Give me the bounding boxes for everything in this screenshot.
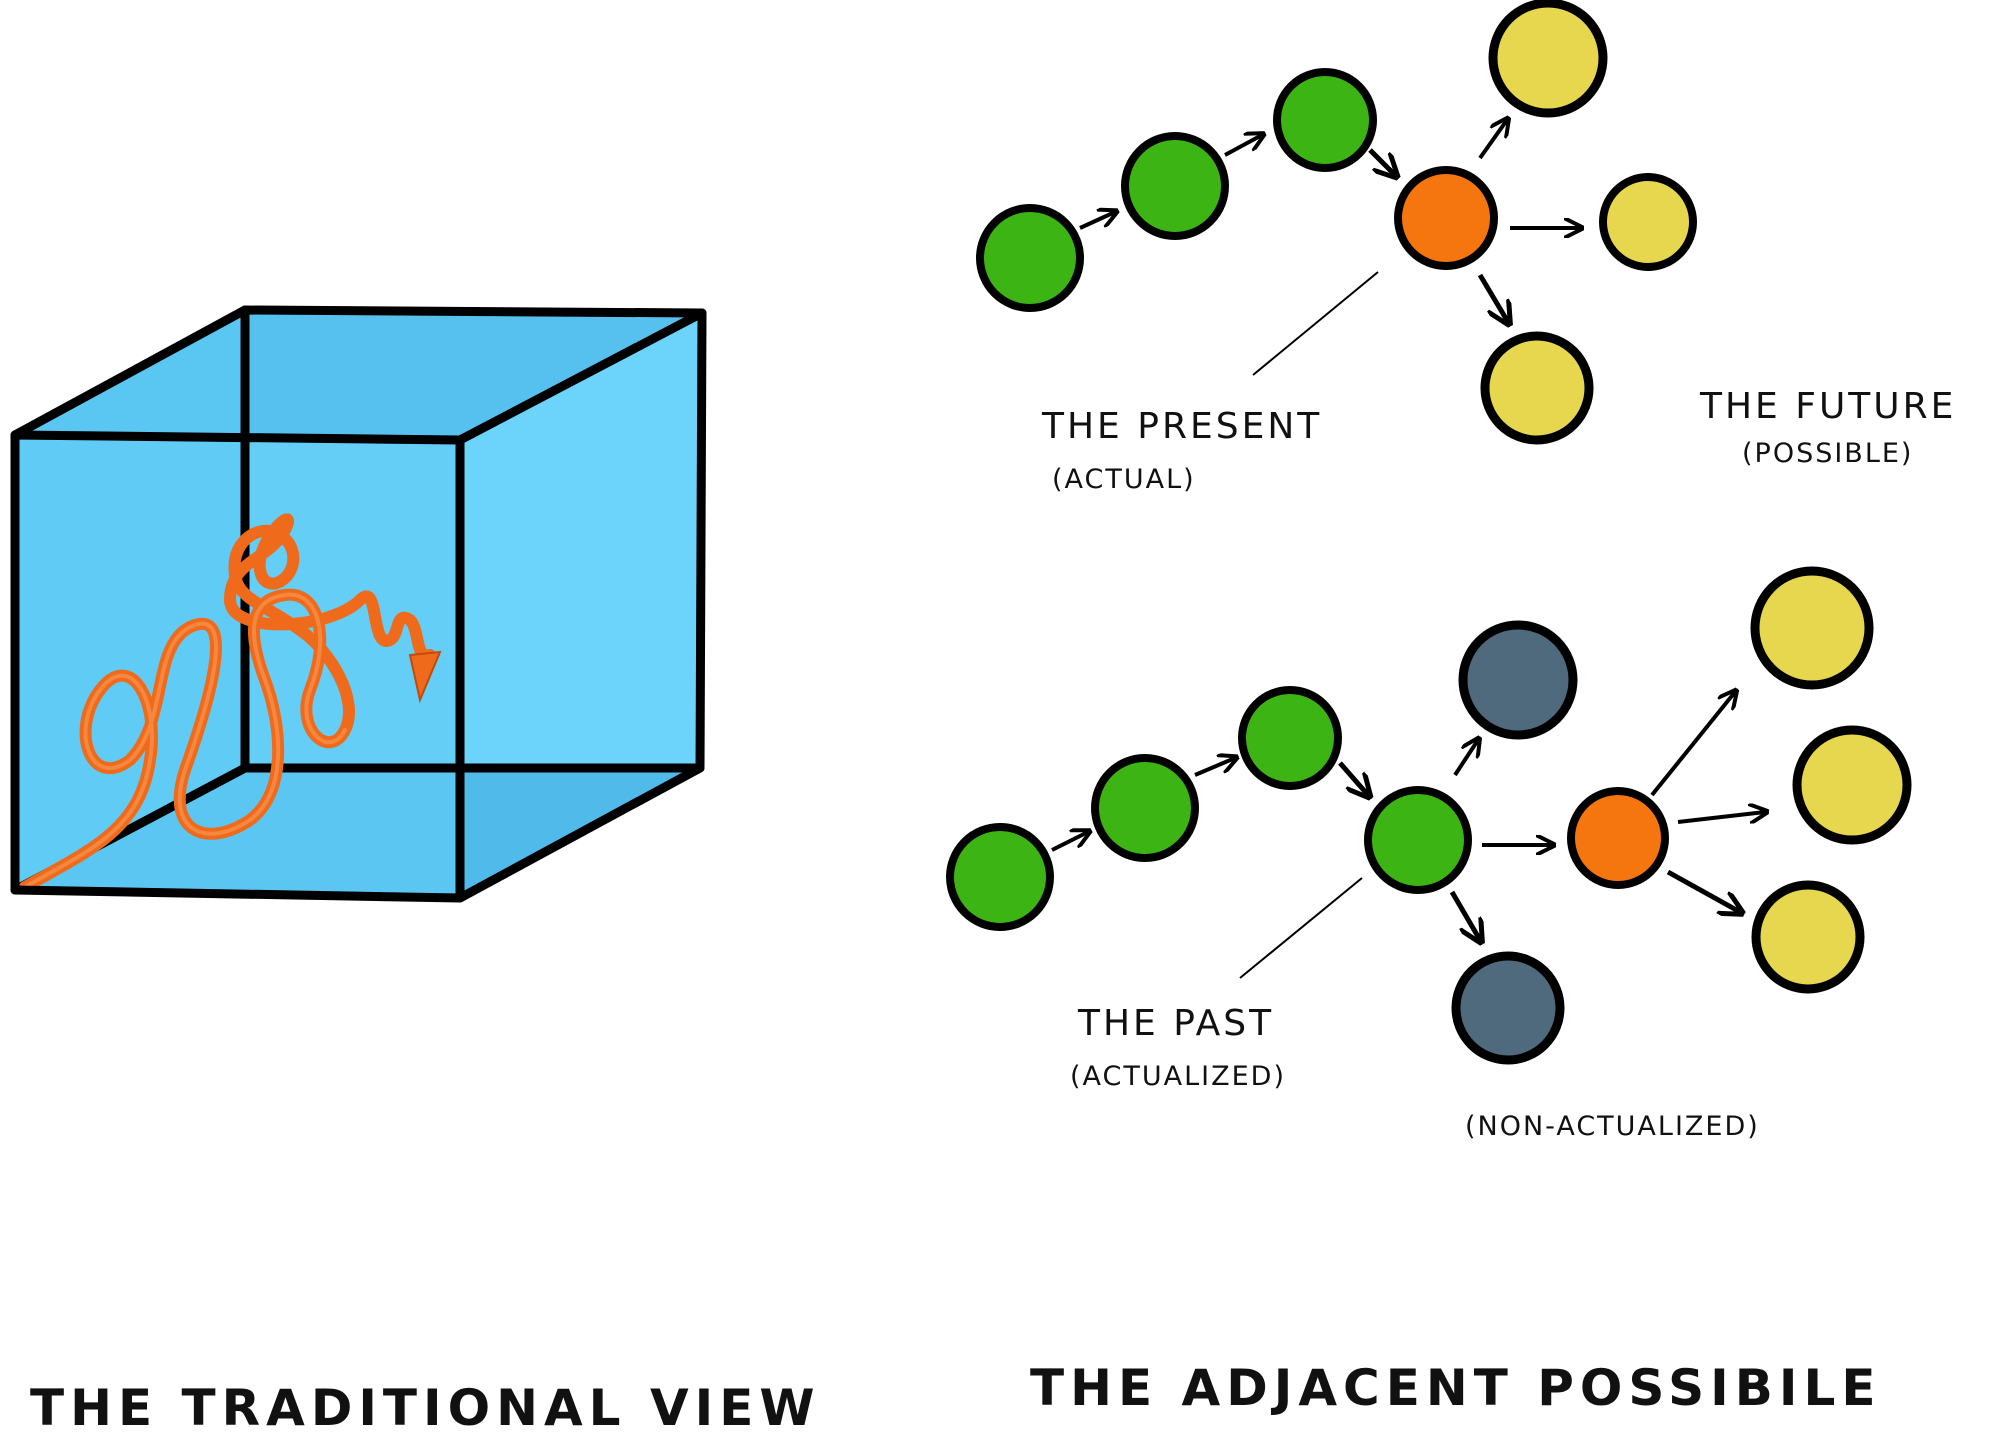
- past-node-3: [1273, 68, 1377, 172]
- past-label: THE PAST: [1077, 1003, 1274, 1044]
- non-actualized-label: (NON-ACTUALIZED): [1465, 1111, 1760, 1142]
- arrow-past1-to-past2: [1079, 212, 1115, 230]
- arrow-b-past1-to-past2: [1051, 832, 1088, 852]
- traditional-view-cube: [10, 305, 707, 903]
- arrow-present-to-future-top: [1478, 120, 1507, 160]
- non-actualized-node-top: [1458, 620, 1578, 740]
- arrow-b-past4-to-nonact-low: [1449, 890, 1480, 940]
- arrow-past2-to-past3: [1224, 135, 1262, 157]
- b-past-node-1: [946, 823, 1054, 931]
- b-past-node-4: [1364, 786, 1472, 894]
- past-pointer-line: [1239, 877, 1363, 979]
- cube-right-face: [460, 313, 702, 898]
- arrow-past3-to-present: [1368, 148, 1395, 175]
- future-node-mid: [1599, 173, 1697, 271]
- b-future-node-top: [1750, 566, 1874, 690]
- b-future-node-mid: [1792, 725, 1912, 845]
- bottom-diagram: THE PAST (ACTUALIZED) (NON-ACTUALIZED): [946, 566, 1912, 1142]
- past-node-2: [1121, 132, 1229, 240]
- random-walk-path-highlight: [23, 592, 347, 889]
- cube-front-face: [15, 435, 460, 898]
- non-actualized-node-low: [1451, 951, 1565, 1065]
- future-node-top: [1488, 0, 1608, 118]
- present-label: THE PRESENT: [1041, 406, 1322, 447]
- b-past-node-3: [1238, 686, 1342, 790]
- b-present-node: [1567, 787, 1669, 889]
- present-node: [1394, 166, 1498, 270]
- present-pointer-line: [1252, 271, 1379, 376]
- b-future-node-low: [1751, 880, 1865, 994]
- traditional-view-caption: THE TRADITIONAL VIEW: [30, 1379, 821, 1436]
- future-node-low: [1480, 331, 1594, 445]
- top-diagram: THE PRESENT (ACTUAL) THE FUTURE (POSSIBL…: [976, 0, 1956, 495]
- arrow-b-present-to-future-mid: [1677, 812, 1765, 824]
- future-sublabel: (POSSIBLE): [1742, 438, 1913, 469]
- past-node-1: [976, 204, 1084, 312]
- arrow-b-past3-to-past4: [1338, 761, 1368, 795]
- b-past-node-2: [1091, 754, 1199, 862]
- random-walk-arrowhead: [408, 650, 442, 704]
- arrow-b-past4-to-nonact-top: [1453, 740, 1478, 777]
- past-sublabel: (ACTUALIZED): [1070, 1061, 1286, 1092]
- arrow-b-present-to-future-low: [1666, 869, 1740, 912]
- future-label: THE FUTURE: [1699, 386, 1956, 427]
- arrow-present-to-future-low: [1477, 273, 1508, 322]
- adjacent-possible-caption: THE ADJACENT POSSIBILE: [1030, 1359, 1881, 1417]
- arrow-b-present-to-future-top: [1650, 692, 1735, 797]
- arrow-b-past2-to-past3: [1194, 758, 1235, 777]
- present-sublabel: (ACTUAL): [1052, 464, 1196, 495]
